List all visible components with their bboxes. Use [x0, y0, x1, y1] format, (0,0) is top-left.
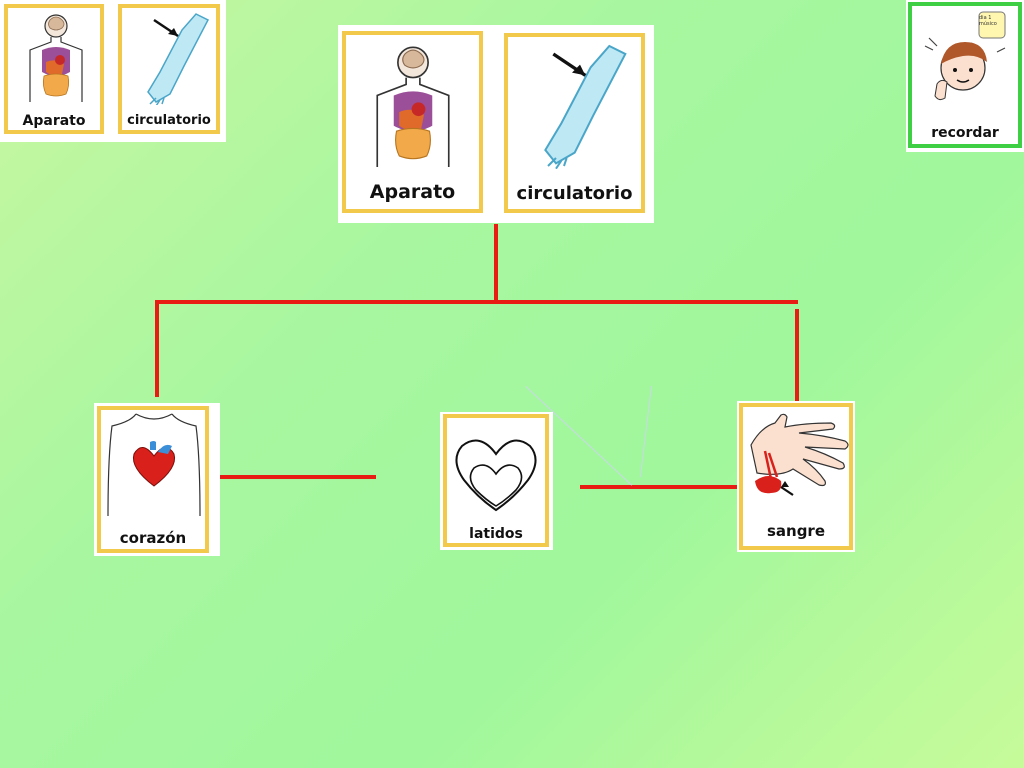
heartbeat-icon	[455, 439, 537, 512]
arm-vein-icon	[544, 44, 627, 169]
aparato-small-card[interactable]: Aparato	[4, 4, 104, 134]
main-title-card-group[interactable]: Aparato circulatorio	[338, 25, 654, 223]
node-corazon-wrap[interactable]: corazón	[94, 403, 220, 556]
body-organs-icon	[29, 14, 83, 102]
aparato-main-card[interactable]: Aparato	[342, 31, 483, 213]
node-corazon-label: corazón	[119, 529, 187, 547]
connector-latidos-sangre	[580, 485, 740, 489]
bleeding-hand-icon	[750, 413, 849, 496]
node-latidos-label: latidos	[469, 526, 523, 542]
connector-horizontal	[155, 300, 798, 304]
aparato-small-label: Aparato	[22, 113, 86, 129]
node-sangre-label: sangre	[766, 522, 826, 540]
recordar-label: recordar	[931, 125, 999, 141]
node-corazon[interactable]: corazón	[97, 406, 209, 553]
faint-guide-line-2	[639, 385, 652, 478]
thinking-person-icon	[924, 11, 1006, 101]
connector-stem	[494, 224, 498, 302]
recordar-card[interactable]: dia 1 músico recordar	[908, 2, 1022, 148]
node-latidos-wrap[interactable]: latidos	[440, 412, 553, 550]
note-text: dia 1 músico	[979, 15, 997, 27]
node-latidos[interactable]: latidos	[443, 414, 549, 547]
top-left-card-strip[interactable]: Aparato circulatorio	[0, 0, 226, 142]
connector-right-drop	[795, 309, 799, 402]
circulatorio-small-card[interactable]: circulatorio	[118, 4, 220, 134]
node-sangre-wrap[interactable]: sangre	[737, 401, 855, 552]
connector-corazon-latidos	[220, 475, 376, 479]
circulatorio-small-label: circulatorio	[127, 113, 211, 128]
body-organs-icon	[376, 46, 450, 167]
aparato-main-label: Aparato	[369, 181, 456, 203]
node-sangre[interactable]: sangre	[739, 403, 853, 550]
heart-torso-icon	[107, 413, 201, 517]
circulatorio-main-label: circulatorio	[516, 183, 633, 204]
circulatorio-main-card[interactable]: circulatorio	[504, 33, 645, 213]
arm-vein-icon	[147, 13, 210, 105]
connector-left-drop	[155, 300, 159, 397]
recordar-card-wrap[interactable]: dia 1 músico recordar	[906, 0, 1024, 152]
